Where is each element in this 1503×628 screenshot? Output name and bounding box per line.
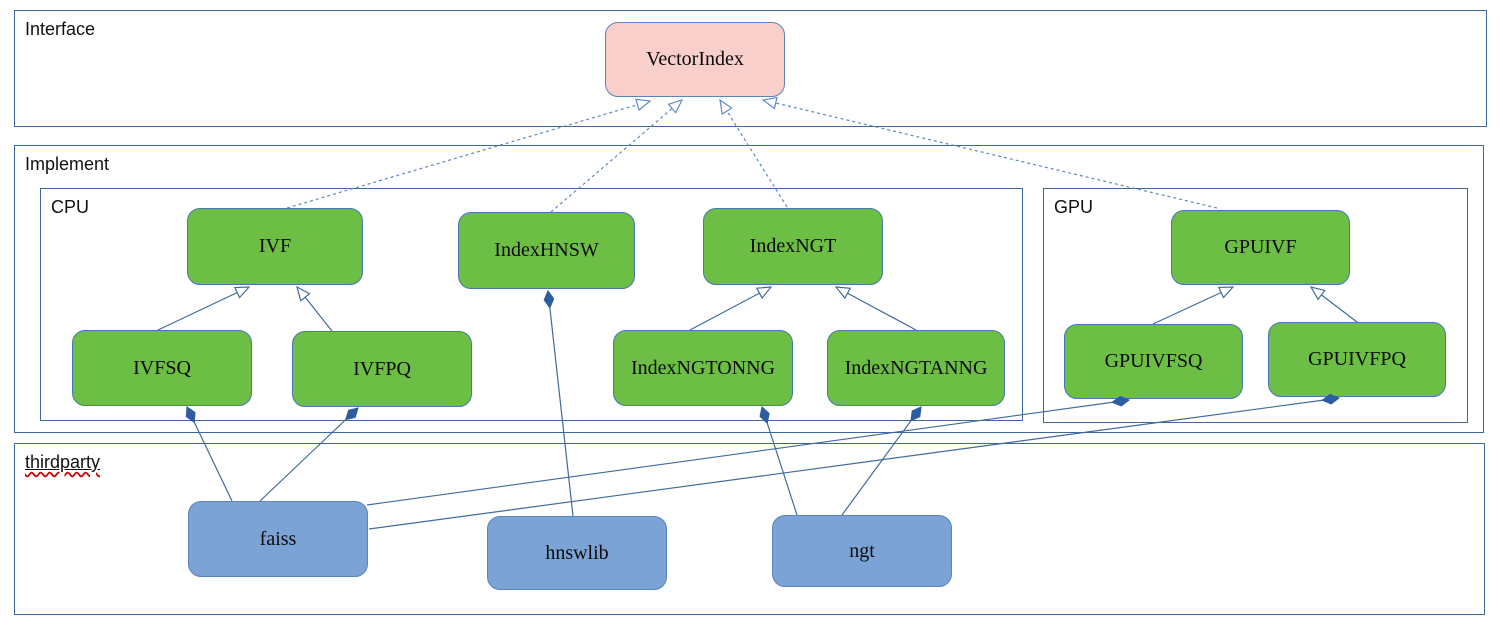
- container-label-thirdparty: thirdparty: [25, 452, 100, 473]
- node-gpuivfpq[interactable]: GPUIVFPQ: [1268, 322, 1446, 397]
- container-label-gpu: GPU: [1054, 197, 1094, 217]
- container-label-interface: Interface: [25, 19, 96, 39]
- node-label: IndexNGTANNG: [844, 356, 988, 379]
- node-label: GPUIVF: [1224, 236, 1297, 258]
- node-label: faiss: [259, 527, 297, 550]
- container-label-implement: Implement: [25, 154, 110, 174]
- node-indexngtonng[interactable]: IndexNGTONNG: [613, 330, 793, 406]
- node-label: ngt: [849, 539, 875, 562]
- node-gpuivf[interactable]: GPUIVF: [1171, 210, 1350, 285]
- node-faiss[interactable]: faiss: [188, 501, 368, 577]
- node-ivf[interactable]: IVF: [187, 208, 363, 285]
- node-indexngtanng[interactable]: IndexNGTANNG: [827, 330, 1005, 406]
- node-label: GPUIVFPQ: [1308, 348, 1406, 370]
- node-indexhnsw[interactable]: IndexHNSW: [458, 212, 635, 289]
- node-ivfpq[interactable]: IVFPQ: [292, 331, 472, 407]
- node-label: IndexNGTONNG: [630, 356, 776, 379]
- node-label: hnswlib: [545, 541, 609, 564]
- node-label: VectorIndex: [646, 48, 744, 70]
- node-label: IVFSQ: [133, 356, 191, 379]
- node-label: IndexHNSW: [494, 239, 599, 261]
- node-label: IVF: [258, 235, 292, 257]
- node-gpuivfsq[interactable]: GPUIVFSQ: [1064, 324, 1243, 399]
- node-ngt[interactable]: ngt: [772, 515, 952, 587]
- node-label: IVFPQ: [353, 357, 411, 380]
- node-hnswlib[interactable]: hnswlib: [487, 516, 667, 590]
- node-label: GPUIVFSQ: [1104, 350, 1203, 372]
- node-vectorindex[interactable]: VectorIndex: [605, 22, 785, 97]
- node-ivfsq[interactable]: IVFSQ: [72, 330, 252, 406]
- container-label-text: thirdparty: [25, 452, 101, 472]
- node-label: IndexNGT: [749, 235, 837, 257]
- container-label-cpu: CPU: [51, 197, 90, 217]
- node-indexngt[interactable]: IndexNGT: [703, 208, 883, 285]
